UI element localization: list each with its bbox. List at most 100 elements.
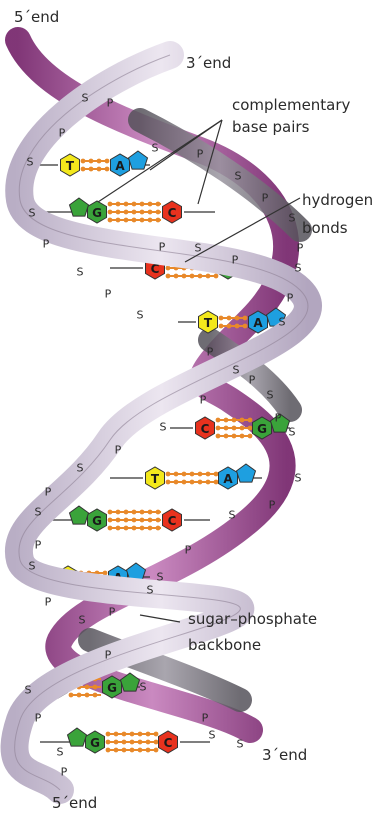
three-end-bottom-label: 3´end	[262, 746, 307, 764]
sugar-label: S	[295, 262, 302, 275]
hydrogen-bond-dot	[148, 218, 153, 223]
hydrogen-bond-dot	[174, 472, 179, 477]
sugar-label: S	[137, 309, 144, 322]
hydrogen-bond-dot	[140, 218, 145, 223]
phosphate-label: P	[207, 346, 214, 359]
hydrogen-bond-dot	[243, 324, 248, 329]
hydrogen-bond-dot	[154, 732, 159, 737]
sugar-label: S	[25, 684, 32, 697]
hydrogen-bond-dot	[190, 274, 195, 279]
hydrogen-bond-dot	[224, 426, 229, 431]
phosphate-label: P	[262, 192, 269, 205]
sugar-label: S	[57, 746, 64, 759]
hydrogen-bond-dot	[148, 210, 153, 215]
hydrogen-bond-dot	[235, 324, 240, 329]
hydrogen-bond-dot	[93, 693, 98, 698]
phosphate-label: P	[159, 241, 166, 254]
hydrogen-bond-dot	[81, 159, 86, 164]
hydrogen-bond-dot	[146, 740, 151, 745]
hydrogen-bond-dot	[182, 480, 187, 485]
hydrogen-bond-dot	[182, 274, 187, 279]
hydrogen-bond-dot	[116, 510, 121, 515]
hydrogen-bond-dot	[122, 740, 127, 745]
hydrogen-bond-dot	[224, 418, 229, 423]
three-end-top-label: 3´end	[186, 54, 231, 72]
sugar-label: S	[160, 421, 167, 434]
pointer-line	[140, 615, 180, 622]
hydrogen-bond-dot	[105, 159, 110, 164]
hydrogen-bond-dot	[148, 518, 153, 523]
base-G-label: G	[92, 514, 102, 528]
hydrogen-bond-dot	[132, 510, 137, 515]
hydrogen-bond-dot	[97, 167, 102, 172]
hydrogen-bond-dot	[124, 518, 129, 523]
hydrogen-bond-dot	[140, 518, 145, 523]
sugar-label: S	[27, 156, 34, 169]
base-G-pentagon	[70, 506, 89, 524]
hydrogen-bond-dot	[108, 518, 113, 523]
hydrogen-bond-dot	[148, 202, 153, 207]
base-A-pentagon	[129, 151, 148, 169]
hydrogen-bond-dot	[156, 202, 161, 207]
hydrogen-bond-dot	[154, 748, 159, 753]
hydrogen-bond-dot	[132, 526, 137, 531]
phosphate-label: P	[232, 254, 239, 267]
hydrogen-bond-dot	[108, 202, 113, 207]
hydrogen-bond-dot	[219, 316, 224, 321]
hydrogen-bond-dot	[124, 510, 129, 515]
backbone-label-line2: backbone	[188, 636, 261, 654]
phosphate-label: P	[197, 148, 204, 161]
hydrogen-bond-dot	[81, 167, 86, 172]
hydrogen-bond-dot	[85, 693, 90, 698]
sugar-label: S	[237, 738, 244, 751]
hydrogen-bond-dot	[69, 693, 74, 698]
hydrogen-bond-dot	[224, 434, 229, 439]
hydrogen-bond-dot	[198, 480, 203, 485]
hydrogen-bond-dot	[166, 472, 171, 477]
hydrogen-bond-dot	[138, 740, 143, 745]
hydrogen-bond-dot	[116, 202, 121, 207]
hydrogen-bond-dot	[122, 732, 127, 737]
hydrogen-bond-dot	[108, 526, 113, 531]
phosphate-label: P	[59, 127, 66, 140]
base-pair: TA	[38, 151, 150, 176]
base-G-pentagon	[68, 728, 87, 746]
phosphate-label: P	[269, 499, 276, 512]
sugar-label: S	[229, 509, 236, 522]
hydrogen-bond-dot	[182, 472, 187, 477]
hydrogen-bond-dot	[116, 218, 121, 223]
complementary-label-line1: complementary	[232, 96, 351, 114]
sugar-label: S	[79, 614, 86, 627]
phosphate-label: P	[45, 596, 52, 609]
base-pair: GC	[42, 506, 210, 531]
hydrogen-bond-dot	[148, 526, 153, 531]
hydrogen-bond-dot	[216, 426, 221, 431]
sugar-label: S	[209, 729, 216, 742]
hydrogen-bond-dot	[156, 518, 161, 523]
base-G-label: G	[90, 736, 100, 750]
phosphate-label: P	[35, 712, 42, 725]
phosphate-label: P	[249, 374, 256, 387]
hydrogen-bond-dot	[108, 210, 113, 215]
hydrogen-bond-dot	[114, 748, 119, 753]
hydrogen-bond-dot	[248, 426, 253, 431]
phosphate-label: P	[45, 486, 52, 499]
hydrogen-bond-dot	[166, 274, 171, 279]
hydrogen-bond-dot	[140, 510, 145, 515]
hydrogen-label-line1: hydrogen	[302, 191, 373, 209]
phosphate-label: P	[105, 288, 112, 301]
hydrogen-bond-dot	[227, 316, 232, 321]
hydrogen-bond-dot	[140, 526, 145, 531]
hydrogen-bond-dot	[235, 316, 240, 321]
hydrogen-bond-dot	[248, 434, 253, 439]
base-T-label: T	[151, 472, 160, 486]
sugar-label: S	[195, 242, 202, 255]
hydrogen-bond-dot	[132, 210, 137, 215]
hydrogen-bond-dot	[146, 748, 151, 753]
base-C-label: C	[201, 422, 210, 436]
hydrogen-bond-dot	[138, 748, 143, 753]
sugar-label: S	[77, 266, 84, 279]
sugar-label: S	[289, 212, 296, 225]
phosphate-label: P	[109, 606, 116, 619]
phosphate-label: P	[202, 712, 209, 725]
